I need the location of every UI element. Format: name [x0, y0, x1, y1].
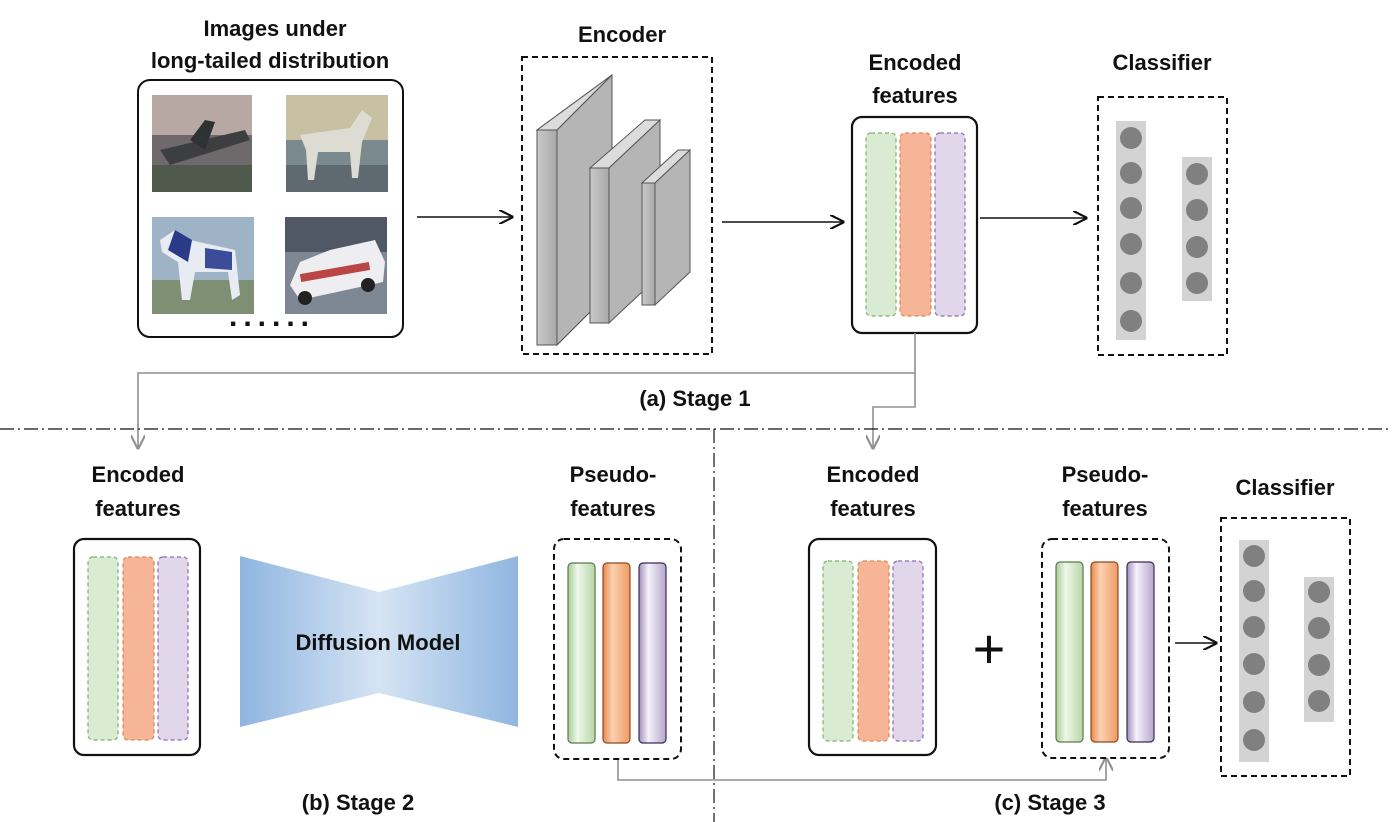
neuron [1243, 616, 1265, 638]
neuron [1308, 690, 1330, 712]
neuron [1120, 233, 1142, 255]
stage1-caption: (a) Stage 1 [639, 386, 750, 411]
feature-bar-green [87, 556, 119, 741]
neuron [1120, 197, 1142, 219]
stage2-encoded-features-box [72, 537, 202, 757]
pseudo-bar-purple [638, 562, 667, 744]
pseudo-bar-orange [1090, 561, 1119, 743]
neuron [1120, 127, 1142, 149]
plus-sign: + [973, 617, 1006, 680]
stage1: Images under long-tailed distribution [137, 16, 1228, 411]
feature-bar-purple [934, 132, 966, 317]
stage3-encoded-title-line1: Encoded [827, 462, 920, 487]
airplane-thumbnail [152, 95, 252, 192]
stage3-classifier-box [1220, 517, 1351, 777]
stage3-encoded-features-box [807, 537, 938, 757]
images-title-line1: Images under [203, 16, 346, 41]
stage3-pseudo-title-line2: features [1062, 496, 1148, 521]
neuron [1243, 545, 1265, 567]
dog-thumbnail [152, 217, 254, 314]
stage1-classifier-title: Classifier [1112, 50, 1211, 75]
stage2-encoded-title-line2: features [95, 496, 181, 521]
diffusion-model-label: Diffusion Model [296, 630, 461, 655]
neuron [1186, 236, 1208, 258]
neuron [1243, 729, 1265, 751]
feature-bar-purple [892, 560, 924, 742]
stage2-caption: (b) Stage 2 [302, 790, 414, 815]
stage3-pseudo-features-box [1041, 538, 1170, 759]
pseudo-bar-green [567, 562, 596, 744]
diffusion-model: Diffusion Model [240, 556, 518, 727]
stage3-encoded-title-line2: features [830, 496, 916, 521]
pseudo-bar-purple [1126, 561, 1155, 743]
pseudo-bar-green [1055, 561, 1084, 743]
encoder-box [521, 56, 713, 355]
images-ellipsis: ...... [229, 300, 315, 333]
stage3-pseudo-title-line1: Pseudo- [1062, 462, 1149, 487]
images-title-line2: long-tailed distribution [151, 48, 389, 73]
stage3: Encoded features + Pseudo- features Clas… [807, 462, 1351, 815]
stage1-classifier-box [1097, 96, 1228, 356]
neuron [1308, 581, 1330, 603]
stage1-encoded-title-line2: features [872, 83, 958, 108]
stage2: Encoded features Diffusion Model Pseudo-… [72, 462, 682, 815]
feature-flow-connectors [138, 333, 916, 448]
feature-bar-green [822, 560, 854, 742]
feature-bar-orange [899, 132, 932, 317]
pseudo-flow-connector [617, 758, 1106, 781]
feature-bar-orange [857, 560, 890, 742]
stage2-pseudo-features-box [553, 538, 682, 760]
neuron [1186, 163, 1208, 185]
neuron [1186, 272, 1208, 294]
stage2-pseudo-title-line2: features [570, 496, 656, 521]
horse-thumbnail [286, 95, 388, 192]
feature-bar-green [865, 132, 897, 317]
car-thumbnail [285, 217, 387, 314]
neuron [1243, 653, 1265, 675]
neuron [1120, 310, 1142, 332]
neuron [1120, 162, 1142, 184]
pseudo-bar-orange [602, 562, 631, 744]
stage3-classifier-title: Classifier [1235, 475, 1334, 500]
stage2-pseudo-title-line1: Pseudo- [570, 462, 657, 487]
stage1-encoded-features-box [850, 115, 979, 335]
neuron [1243, 691, 1265, 713]
neuron [1186, 199, 1208, 221]
neuron [1308, 654, 1330, 676]
neuron [1243, 580, 1265, 602]
stage2-encoded-title-line1: Encoded [92, 462, 185, 487]
neuron [1120, 272, 1142, 294]
feature-bar-orange [122, 556, 155, 741]
stage3-caption: (c) Stage 3 [994, 790, 1105, 815]
encoder-title: Encoder [578, 22, 666, 47]
feature-bar-purple [157, 556, 189, 741]
neuron [1308, 617, 1330, 639]
stage1-encoded-title-line1: Encoded [869, 50, 962, 75]
image-panel: ...... [137, 79, 404, 338]
